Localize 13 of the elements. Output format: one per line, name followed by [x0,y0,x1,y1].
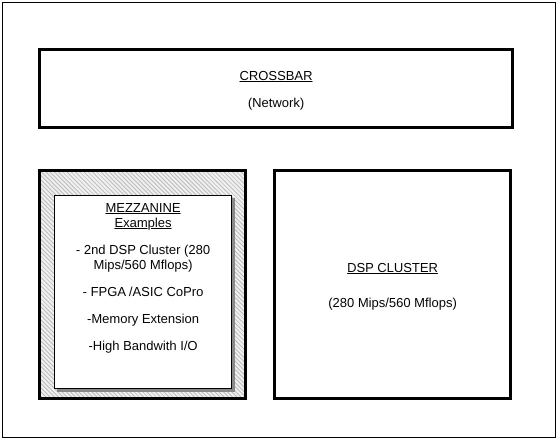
module-box [54,195,232,389]
module-title: DSP CLUSTER [347,260,438,274]
panel-background [38,169,247,400]
module-box [38,48,514,129]
module-text: - 2nd DSP Cluster (280 Mips/560 Mflops) [74,242,212,272]
module-title: CROSSBAR [240,68,312,82]
module-box [273,169,512,400]
module-text: (280 Mips/560 Mflops) [328,294,457,310]
module-title: MEZZANINE Examples [104,200,182,230]
module-text: - FPGA /ASIC CoPro [82,284,204,299]
module-text: -Memory Extension [87,311,199,326]
module-text: (Network) [248,94,304,110]
module-text: -High Bandwith I/O [88,338,198,353]
